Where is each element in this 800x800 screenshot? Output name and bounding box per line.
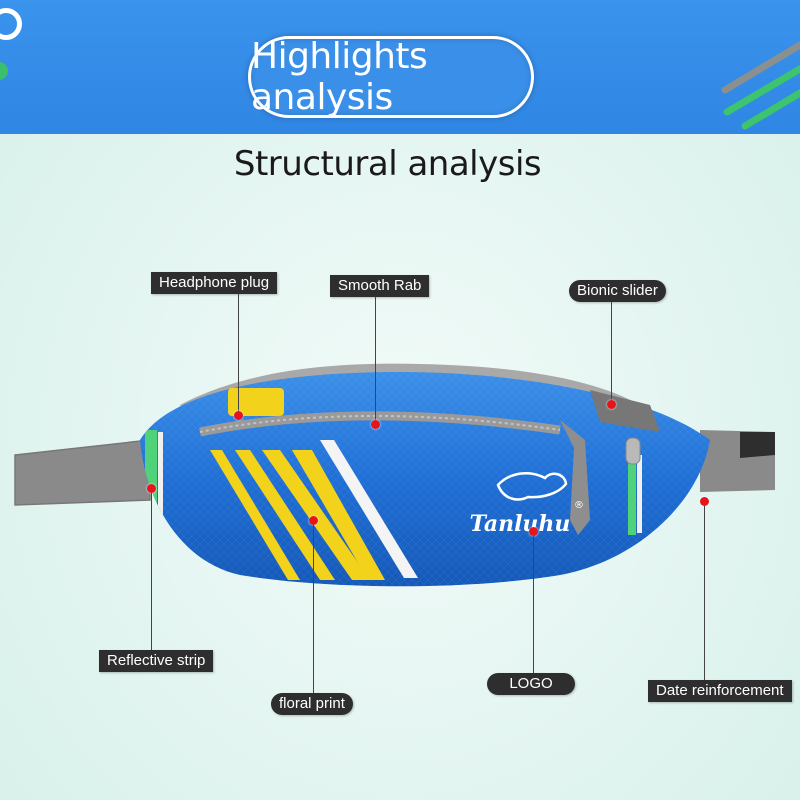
svg-text:®: ® [574,500,584,511]
brand-logo-text: Tanluhu [470,511,571,537]
lead-line [151,493,152,650]
marker-dot [700,497,709,506]
marker-dot [234,411,243,420]
lead-line [704,506,705,680]
decorative-dot [0,62,8,80]
lead-line [533,536,534,673]
marker-dot [309,516,318,525]
callout-logo: LOGO [487,673,575,695]
decorative-lines [721,40,800,130]
callout-smooth-rab: Smooth Rab [330,275,430,297]
section-subtitle: Structural analysis [233,144,542,184]
callout-floral-print: floral print [271,693,353,715]
marker-dot [147,484,156,493]
left-strap [15,440,150,505]
header-banner: Highlights analysis [0,0,800,134]
brand-logo: Tanluhu ® [470,472,584,537]
zipper-pull [560,420,590,535]
marker-dot [371,420,380,429]
right-reflective-strip [628,455,636,535]
headphone-port [228,388,284,416]
callout-bionic-slider: Bionic slider [569,280,666,302]
lead-line [313,525,314,693]
white-stripe [320,440,418,578]
callout-headphone-plug: Headphone plug [151,272,278,294]
bionic-slider-pull [625,437,641,465]
marker-dot [607,400,616,409]
decorative-ring [0,8,22,40]
marker-dot [529,527,538,536]
lead-line [611,302,612,402]
diagonal-stripes [210,450,385,580]
lead-line [238,294,239,414]
header-title: Highlights analysis [248,36,534,118]
callout-reflective-strip: Reflective strip [99,650,214,672]
callout-date-reinforcement: Date reinforcement [648,680,792,702]
lead-line [375,297,376,423]
